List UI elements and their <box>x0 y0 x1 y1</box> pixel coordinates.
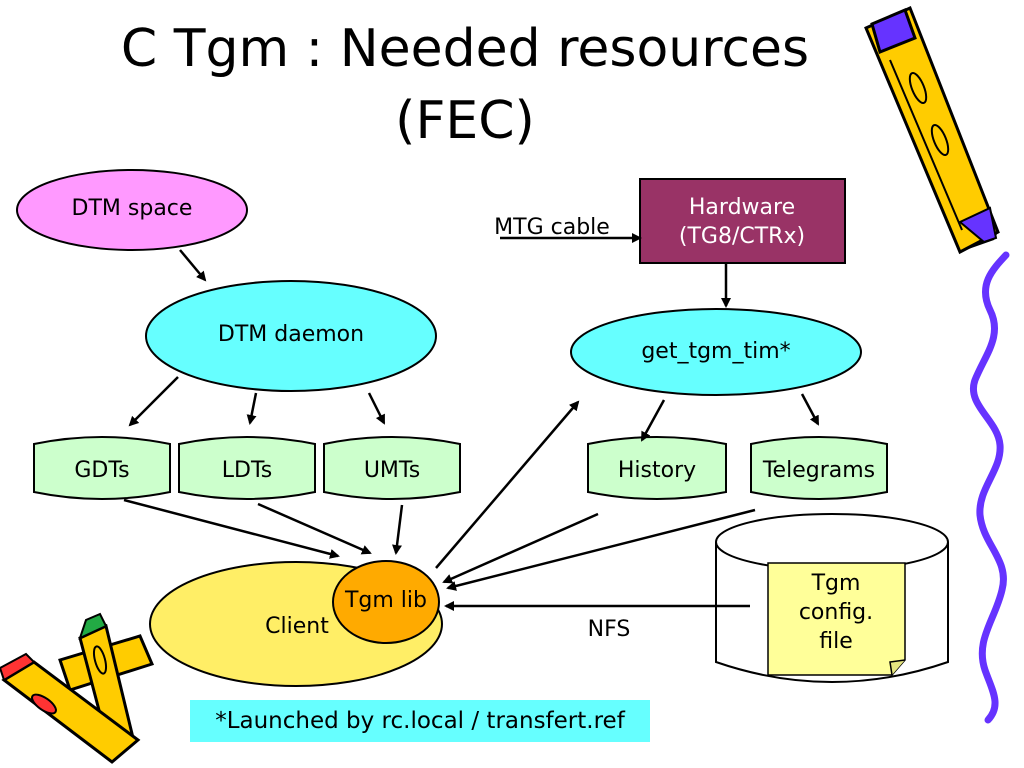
node-dtm-daemon: DTM daemon <box>145 280 437 392</box>
arrow-space-to-daemon <box>179 249 207 282</box>
arrow-history-to-tgmlib <box>442 512 599 584</box>
mtg-cable-label: MTG cable <box>494 215 610 240</box>
node-hardware: Hardware (TG8/CTRx) <box>639 178 846 264</box>
storage-cylinder: Tgm config. file <box>715 513 949 683</box>
arrow-gettim-to-telegrams <box>800 393 820 426</box>
arrows <box>123 233 820 611</box>
gdts-label: GDTs <box>74 458 129 483</box>
hardware-label-line2: (TG8/CTRx) <box>679 224 805 249</box>
doc-telegrams: Telegrams <box>750 436 888 500</box>
slide-title-line1: C Tgm : Needed resources <box>120 19 810 79</box>
arrow-client-to-gettim <box>435 400 580 569</box>
arrow-daemon-to-gdts <box>128 376 179 427</box>
node-tgm-lib: Tgm lib <box>332 560 440 644</box>
arrow-telegrams-to-tgmlib <box>446 508 756 591</box>
tgm-lib-label: Tgm lib <box>344 588 427 613</box>
client-label: Client <box>265 614 329 639</box>
doc-gdts: GDTs <box>33 436 171 500</box>
dtm-daemon-label: DTM daemon <box>218 322 364 347</box>
node-get-tgm-tim: get_tgm_tim* <box>570 308 862 396</box>
config-label-line1: Tgm <box>811 571 861 596</box>
slide-title-line2: (FEC) <box>395 91 535 151</box>
node-dtm-space: DTM space <box>16 169 248 251</box>
doc-umts: UMTs <box>323 436 461 500</box>
arrow-daemon-to-ldts <box>246 392 258 425</box>
arrow-daemon-to-umts <box>367 392 386 425</box>
config-label-line2: config. <box>799 600 873 625</box>
arrow-gettim-to-history <box>640 399 666 442</box>
config-label-line3: file <box>819 629 853 654</box>
arrow-gdts-to-tgmlib <box>123 498 340 559</box>
pencil-clipart-icon <box>864 5 1000 255</box>
config-file-note: Tgm config. file <box>767 562 906 676</box>
telegrams-label: Telegrams <box>762 458 875 483</box>
squiggle-border <box>969 251 1010 724</box>
get-tgm-tim-label: get_tgm_tim* <box>641 339 790 364</box>
hardware-label-line1: Hardware <box>689 195 795 220</box>
ldts-label: LDTs <box>222 458 272 483</box>
crayons-clipart-icon <box>0 612 155 764</box>
history-label: History <box>618 458 696 483</box>
arrow-ldts-to-tgmlib <box>257 502 372 555</box>
arrow-umts-to-tgmlib <box>392 504 404 555</box>
footer-note: *Launched by rc.local / transfert.ref <box>190 700 650 742</box>
doc-ldts: LDTs <box>178 436 316 500</box>
umts-label: UMTs <box>364 458 420 483</box>
dtm-space-label: DTM space <box>72 196 193 221</box>
nfs-label: NFS <box>588 617 631 642</box>
doc-history: History <box>587 436 727 500</box>
